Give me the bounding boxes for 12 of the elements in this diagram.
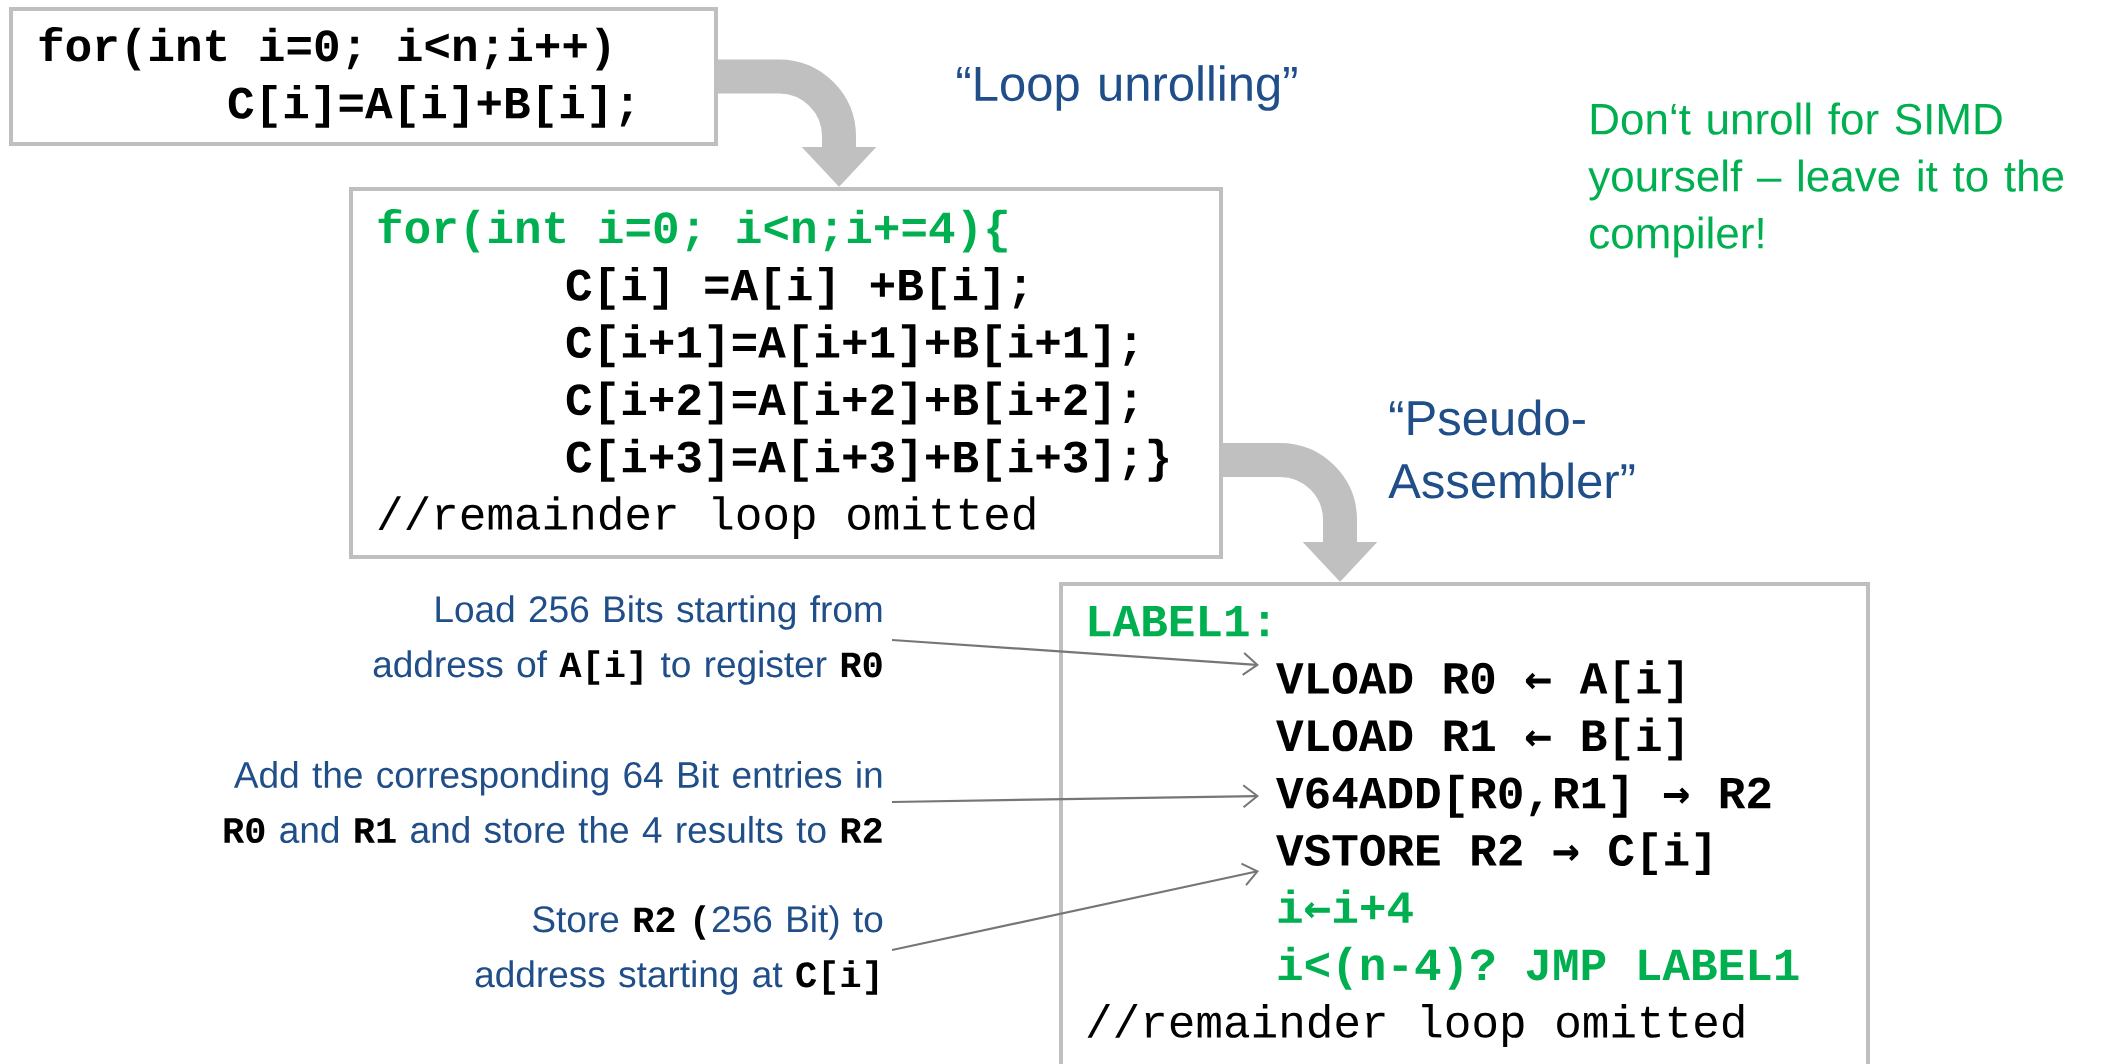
- caption-text: “Loop unrolling”: [957, 65, 1297, 111]
- leader-line: [891, 862, 1259, 952]
- note-text: Don‘t unroll for SIMD yourself – leave it to the compiler!: [1588, 102, 2064, 258]
- code-box: for(int i=0; i<n;i++) C[i]=A[i]+B[i];: [9, 7, 718, 146]
- caption-text: “Pseudo-Assembler”: [1388, 399, 1635, 499]
- code-box: LABEL1: VLOAD R0 ← A[i] VLOAD R1 ← B[i] V64ADD[R0,R1] → R2 VSTORE R2 → C[i] i←i+4 i<(n-4)? JMP LABEL1 //remainder loop omitted: [1059, 582, 1870, 1064]
- annotation-text: Store R2 (256 Bit) to address starting at C[i]: [475, 905, 883, 995]
- leader-line: [892, 784, 1259, 809]
- annotation-text: Load 256 Bits starting from address of A[i] to register R0: [373, 595, 882, 685]
- code-box: for(int i=0; i<n;i+=4){ C[i] =A[i] +B[i]; C[i+1]=A[i+1]+B[i+1]; C[i+2]=A[i+2]+B[i+2]; C[i+3]=A[i+3]+B[i+3];} //remainder loop omitted: [349, 187, 1223, 559]
- leader-line: [891, 638, 1259, 676]
- annotation-text: Add the corresponding 64 Bit entries in R0 and R1 and store the 4 results to R2: [224, 760, 882, 844]
